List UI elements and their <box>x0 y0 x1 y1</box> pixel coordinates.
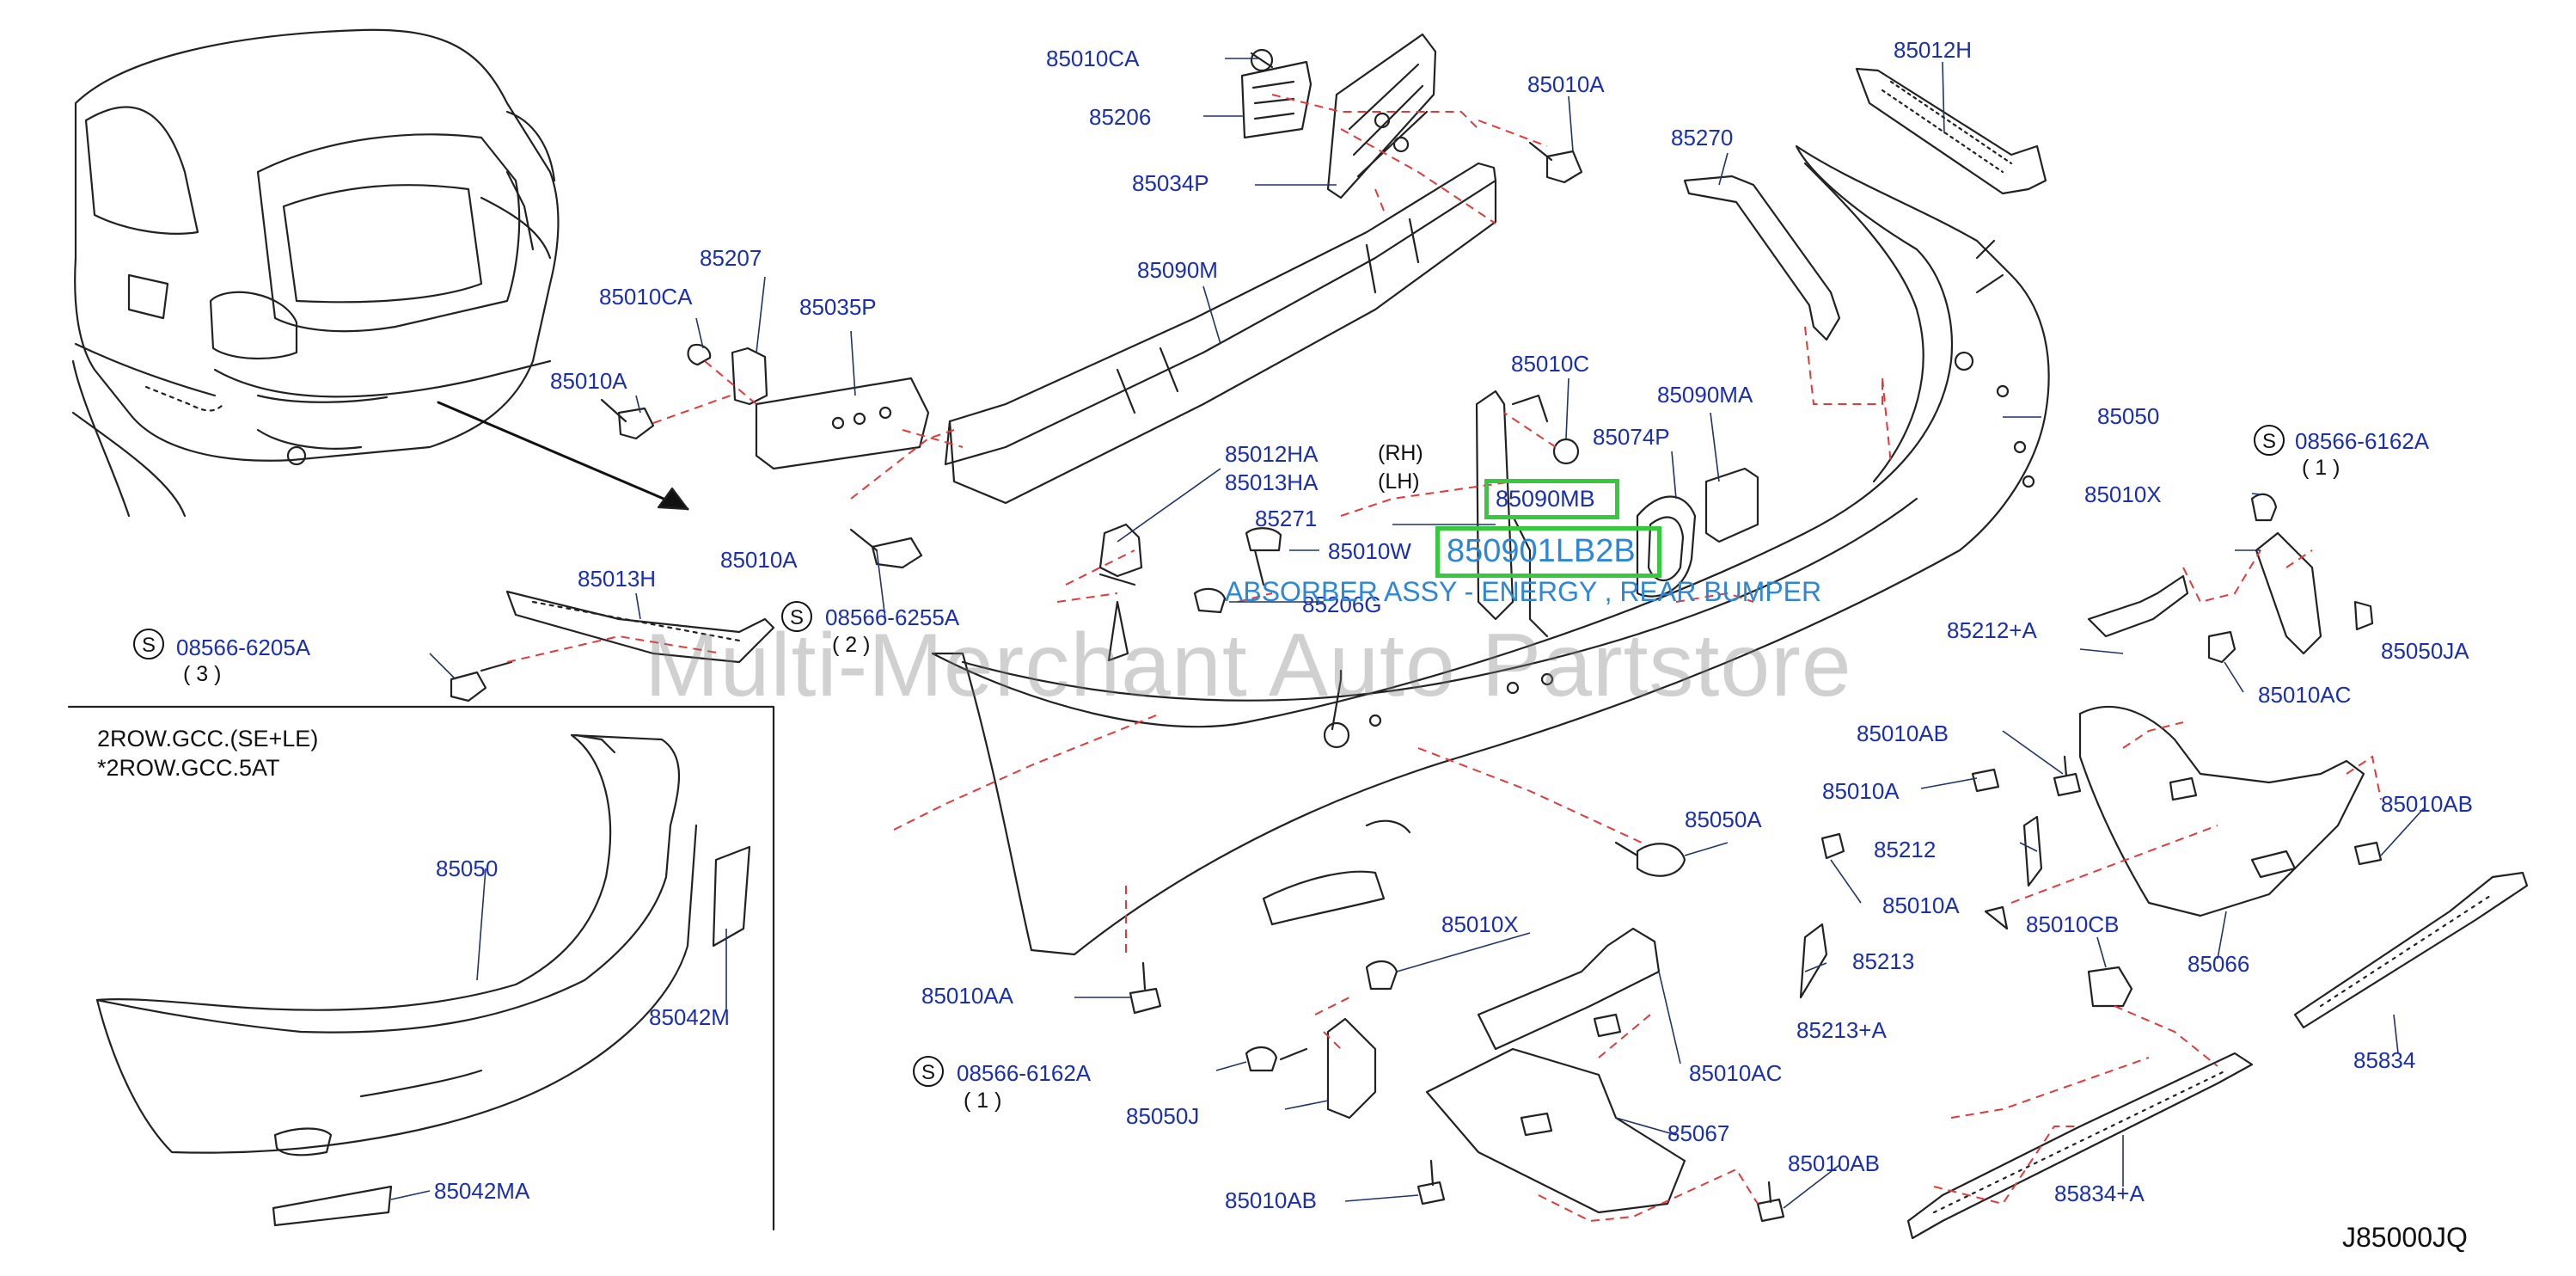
inset-bumper-85050 <box>95 733 680 1034</box>
part-label[interactable]: 85010AB <box>1225 1187 1317 1213</box>
part-label[interactable]: 85035P <box>799 294 877 320</box>
part-label[interactable]: 85050A <box>1685 807 1762 832</box>
part-label[interactable]: 85834 <box>2353 1047 2416 1073</box>
part-label[interactable]: 85074P <box>1593 424 1670 450</box>
bracket-85206 <box>1240 60 1312 139</box>
part-label[interactable]: 85834+A <box>2054 1181 2145 1206</box>
s-markers <box>133 425 2285 1087</box>
part-label[interactable]: 85012H <box>1894 37 1973 63</box>
part-label[interactable]: 85050JA <box>2381 638 2469 664</box>
part-label[interactable]: 85010X <box>2084 482 2162 507</box>
part-label[interactable]: 08566-6162A <box>2295 428 2430 454</box>
highlight-box-85090mb[interactable] <box>1484 479 1619 519</box>
part-label[interactable]: 85010C <box>1511 351 1590 377</box>
highlight-box-label: 85090MB <box>1496 486 1595 512</box>
vehicle-rear-illustration <box>71 28 560 518</box>
part-label[interactable]: 85066 <box>2187 951 2250 977</box>
part-label[interactable]: 85010A <box>1527 71 1605 97</box>
strip-85834 <box>2293 871 2529 1029</box>
part-label[interactable]: 85067 <box>1667 1120 1730 1146</box>
part-label[interactable]: 85050J <box>1126 1103 1200 1129</box>
bumper-85050-outline <box>931 144 2050 956</box>
connection-lines <box>506 94 2382 1223</box>
undercover-85066 <box>2078 705 2365 917</box>
highlighted-part-description: ABSORBER ASSY - ENERGY , REAR BUMPER <box>1225 576 1822 607</box>
quantity-label: ( 1 ) <box>964 1089 1002 1113</box>
part-label[interactable]: 85010X <box>1441 911 1519 937</box>
store-watermark: Multi-Merchant Auto Partstore <box>645 616 1852 715</box>
part-label[interactable]: 85010AB <box>1788 1150 1880 1176</box>
quantity-label: ( 1 ) <box>2302 456 2340 480</box>
part-label[interactable]: 85013H <box>578 566 657 592</box>
stay-85270 <box>1683 175 1841 341</box>
side-rh-label: (RH) <box>1378 441 1423 465</box>
shield-85067 <box>1425 1047 1686 1214</box>
bracket-85035p <box>755 377 930 470</box>
beam-85090m <box>944 162 1497 466</box>
part-label[interactable]: 85050 <box>2097 403 2160 429</box>
leader-lines <box>390 58 2425 1209</box>
highlight-box-part-number[interactable] <box>1435 526 1661 578</box>
strip-85834a <box>1906 1052 2254 1240</box>
part-label[interactable]: 85010A <box>1882 893 1960 918</box>
part-label[interactable]: 85206 <box>1089 104 1152 130</box>
part-label[interactable]: 85010CA <box>1046 46 1140 71</box>
part-label[interactable]: 85207 <box>700 245 762 271</box>
part-label[interactable]: 85042MA <box>434 1178 530 1204</box>
part-label[interactable]: 85050 <box>436 856 499 881</box>
part-label[interactable]: 85213 <box>1852 948 1915 974</box>
part-label[interactable]: 85010A <box>550 368 627 394</box>
s-symbol-text: S <box>790 606 804 629</box>
config-note-line: 2ROW.GCC.(SE+LE) <box>97 726 319 751</box>
bracket-85013h <box>505 590 775 664</box>
part-label[interactable]: 08566-6205A <box>176 635 311 660</box>
side-lh-label: (LH) <box>1378 469 1420 494</box>
part-label[interactable]: 08566-6255A <box>825 604 960 630</box>
part-label[interactable]: 85010AA <box>921 983 1013 1009</box>
part-label[interactable]: 85090MA <box>1657 382 1753 408</box>
part-label[interactable]: 85206G <box>1302 592 1382 617</box>
part-85042ma <box>272 1185 393 1227</box>
part-label[interactable]: 85212+A <box>1947 617 2037 643</box>
part-label[interactable]: 85010CB <box>2026 911 2120 937</box>
part-label[interactable]: 85213+A <box>1796 1017 1887 1043</box>
part-label[interactable]: 85034P <box>1132 170 1209 196</box>
part-label[interactable]: 85010AB <box>2381 791 2473 817</box>
quantity-label: ( 3 ) <box>183 662 222 686</box>
s-symbol-text: S <box>142 634 156 657</box>
part-label[interactable]: 85010AC <box>2258 682 2352 708</box>
bracket-85050ja <box>2255 531 2322 655</box>
part-label[interactable]: 85090M <box>1137 257 1218 283</box>
part-85042m <box>712 845 751 948</box>
part-label[interactable]: 85012HA <box>1225 441 1319 467</box>
part-label[interactable]: 85010A <box>1822 778 1900 804</box>
part-label[interactable]: 85010AC <box>1689 1060 1783 1086</box>
quantity-label: ( 2 ) <box>832 633 871 657</box>
config-note: 2ROW.GCC.(SE+LE) *2ROW.GCC.5AT <box>97 725 318 783</box>
part-label[interactable]: 85271 <box>1255 506 1318 531</box>
part-label[interactable]: 85010AB <box>1857 721 1949 746</box>
bracket-85012h <box>1855 67 2047 195</box>
diagram-code: J85000JQ <box>2342 1222 2468 1253</box>
part-label[interactable]: 85010W <box>1328 538 1411 564</box>
s-symbol-text: S <box>2262 430 2276 453</box>
s-symbol-text: S <box>921 1061 935 1084</box>
part-label[interactable]: 85010CA <box>599 284 693 310</box>
highlighted-part-number[interactable]: 850901LB2B <box>1447 533 1636 569</box>
shield-85213a <box>1477 927 1661 1051</box>
part-label[interactable]: 08566-6162A <box>957 1060 1092 1086</box>
part-label[interactable]: 85042M <box>649 1004 730 1030</box>
config-note-line: *2ROW.GCC.5AT <box>97 754 280 781</box>
part-label[interactable]: 85212 <box>1874 837 1937 862</box>
bracket-85034p <box>1326 33 1437 199</box>
part-label[interactable]: 85013HA <box>1225 469 1319 495</box>
part-label[interactable]: 85270 <box>1671 125 1734 150</box>
ring-85074p <box>1636 495 1697 598</box>
part-label[interactable]: 85010A <box>720 547 798 573</box>
